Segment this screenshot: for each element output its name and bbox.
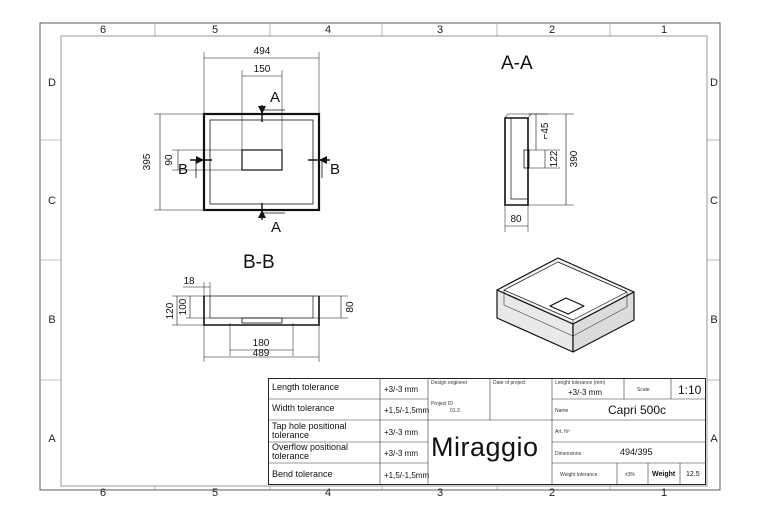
zone-bottom-2: 2 xyxy=(548,487,556,499)
dim-120: 120 xyxy=(165,302,176,319)
zone-top-6: 6 xyxy=(99,24,107,36)
dim-122: 122 xyxy=(549,150,560,167)
name-label: Name xyxy=(555,408,569,414)
section-aa-view xyxy=(504,113,574,232)
zone-left-a: A xyxy=(48,433,56,445)
width-tolerance-value: +1,5/-1,5mm xyxy=(384,406,430,415)
section-aa-title: A-A xyxy=(501,53,533,74)
section-bb-view xyxy=(172,282,348,362)
dim-diameter-45: ⌐45 xyxy=(540,122,551,139)
zone-right-c: C xyxy=(710,195,718,207)
weight-tolerance-value: ±3% xyxy=(625,472,635,478)
top-view-inner xyxy=(209,119,314,205)
weight-value: 12.5 xyxy=(686,471,700,478)
length-tolerance-label: Length tolerance xyxy=(272,383,340,392)
design-engineer-label: Design engineer xyxy=(431,380,468,386)
dim-390: 390 xyxy=(569,150,580,167)
length-tolerance-mm-label: Lenght tolerance (mm) xyxy=(555,380,606,386)
art-no-label: Art. Nº xyxy=(555,429,570,435)
zone-bottom-4: 4 xyxy=(324,487,332,499)
weight-label: Weight xyxy=(652,471,676,478)
section-b-right-label: B xyxy=(330,161,340,178)
brand-logo: Miraggio xyxy=(431,432,539,462)
bend-tolerance-value: +1,5/-1,5mm xyxy=(384,471,430,480)
dim-80-aa: 80 xyxy=(510,214,522,225)
dim-100: 100 xyxy=(178,298,189,315)
section-b-left-label: B xyxy=(178,161,188,178)
top-view xyxy=(154,52,330,220)
zone-top-4: 4 xyxy=(324,24,332,36)
zone-top-1: 1 xyxy=(660,24,668,36)
weight-tolerance-label: Weight tolerance xyxy=(560,472,598,478)
dim-494: 494 xyxy=(254,46,271,57)
length-tolerance-value: +3/-3 mm xyxy=(384,385,419,394)
section-a-bottom-label: A xyxy=(271,219,281,236)
dim-180: 180 xyxy=(253,338,270,349)
dim-80-bb: 80 xyxy=(345,301,356,313)
scale-label: Scale xyxy=(637,387,650,393)
zone-top-3: 3 xyxy=(436,24,444,36)
zone-bottom-1: 1 xyxy=(660,487,668,499)
dim-90: 90 xyxy=(164,154,175,166)
zone-bottom-6: 6 xyxy=(99,487,107,499)
scale-value: 1:10 xyxy=(678,383,702,397)
overflow-tolerance-value: +3/-3 mm xyxy=(384,449,419,458)
zone-bottom-5: 5 xyxy=(211,487,219,499)
section-a-top-label: A xyxy=(270,89,280,106)
zone-right-a: A xyxy=(710,433,718,445)
inner-border xyxy=(60,35,708,487)
project-id-value: 01.3 xyxy=(450,408,460,414)
top-view-arrows xyxy=(196,106,327,218)
product-name: Capri 500c xyxy=(608,403,667,417)
zone-top-5: 5 xyxy=(211,24,219,36)
width-tolerance-label: Width tolerance xyxy=(272,404,335,413)
isometric-view xyxy=(496,257,635,353)
zone-top-2: 2 xyxy=(548,24,556,36)
zone-right-d: D xyxy=(710,77,718,89)
tap-hole-tolerance-label: Tap hole positional tolerance xyxy=(272,422,347,440)
project-id-label: Project ID xyxy=(431,401,453,407)
tap-hole-tolerance-value: +3/-3 mm xyxy=(384,428,419,437)
outer-border xyxy=(39,22,721,491)
zone-left-c: C xyxy=(48,195,56,207)
dimensions-value: 494/395 xyxy=(620,448,653,457)
dim-395: 395 xyxy=(142,153,153,170)
dim-150: 150 xyxy=(254,64,271,75)
zone-right-b: B xyxy=(710,314,718,326)
dimensions-label: Dimensions xyxy=(555,451,582,457)
zone-left-d: D xyxy=(48,77,56,89)
zone-left-b: B xyxy=(48,314,56,326)
length-tolerance-mm-value: +3/-3 mm xyxy=(568,388,603,397)
bend-tolerance-label: Bend tolerance xyxy=(272,470,333,479)
dim-18: 18 xyxy=(183,276,195,287)
title-block: Length tolerance +3/-3 mm Width toleranc… xyxy=(268,378,706,485)
overflow-tolerance-label: Overflow positional tolerance xyxy=(272,443,349,461)
date-of-project-label: Date of project xyxy=(493,380,526,386)
section-bb-title: B-B xyxy=(243,252,275,273)
zone-bottom-3: 3 xyxy=(436,487,444,499)
top-view-drain xyxy=(241,149,283,171)
dim-489: 489 xyxy=(253,348,270,359)
zone-ticks xyxy=(40,23,720,490)
top-view-outline xyxy=(202,112,321,212)
title-block-grid xyxy=(268,378,706,485)
